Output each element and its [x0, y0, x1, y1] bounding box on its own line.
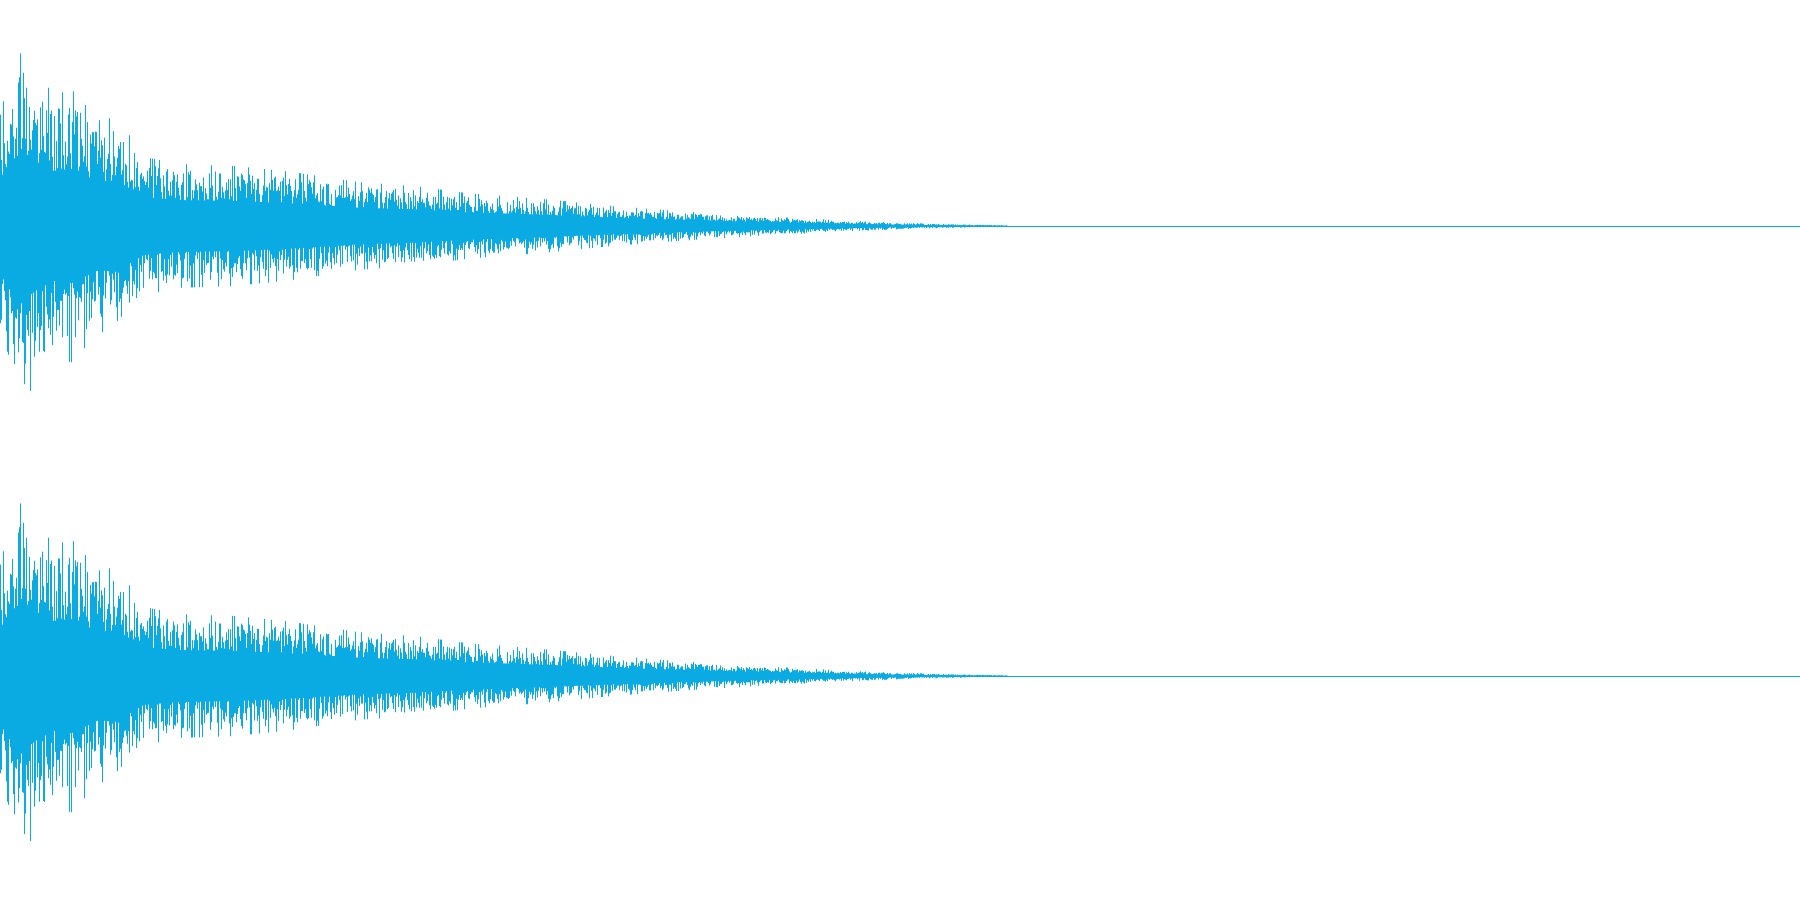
channel-1-waveform: [0, 53, 1800, 391]
channel-1-core-fill: [0, 151, 1798, 301]
channel-2-core-fill: [0, 601, 1798, 751]
channel-2-waveform: [0, 503, 1800, 841]
